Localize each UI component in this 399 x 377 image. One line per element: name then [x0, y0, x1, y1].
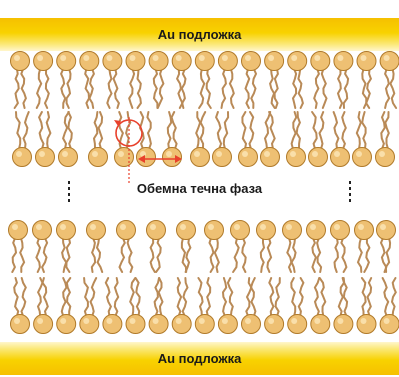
lipid-molecule-icon [177, 221, 196, 273]
lipid-molecule-icon [355, 221, 374, 273]
lipid-molecule-icon [265, 52, 284, 109]
lipid-molecule-icon [149, 52, 168, 109]
lipid-molecule-icon [257, 221, 276, 273]
lipid-molecule-icon [126, 278, 145, 334]
lipid-molecule-icon [172, 278, 191, 334]
lipid-molecule-icon [9, 221, 28, 273]
lipid-molecule-icon [80, 52, 99, 109]
bulk-phase-label: Обемна течна фаза [0, 181, 399, 196]
lipid-molecule-icon [311, 52, 330, 109]
lipid-molecule-icon [33, 221, 52, 273]
lipid-molecule-icon [376, 112, 395, 167]
lipid-molecule-icon [283, 221, 302, 273]
lipid-molecule-icon [195, 278, 214, 334]
lipid-molecule-icon [353, 112, 372, 167]
lipid-molecule-icon [172, 52, 191, 109]
lipid-molecule-icon [218, 278, 237, 334]
lipid-molecule-icon [34, 52, 53, 109]
lipid-molecule-icon [11, 52, 30, 109]
lipid-molecule-icon [288, 278, 307, 334]
lipid-molecule-icon [288, 52, 307, 109]
lipid-molecule-icon [11, 278, 30, 334]
lipid-molecule-icon [103, 52, 122, 109]
lipid-molecule-icon [103, 278, 122, 334]
lipid-molecule-icon [218, 52, 237, 109]
lipid-molecule-icon [377, 221, 396, 273]
lipid-molecule-icon [357, 278, 376, 334]
lipid-molecule-icon [331, 112, 350, 167]
lipid-molecule-icon [57, 278, 76, 334]
lipid-molecule-icon [287, 112, 306, 167]
lipid-molecule-icon [239, 112, 258, 167]
lipid-molecule-icon [357, 52, 376, 109]
lipid-molecule-icon [195, 52, 214, 109]
lipid-molecule-icon [307, 221, 326, 273]
lipid-molecule-icon [34, 278, 53, 334]
lipid-molecule-icon [126, 52, 145, 109]
lipid-molecule-icon [205, 221, 224, 273]
lipid-molecule-icon [213, 112, 232, 167]
lipid-molecule-icon [87, 221, 106, 273]
lipid-molecule-icon [147, 221, 166, 273]
lipid-molecule-icon [80, 278, 99, 334]
substrate-bottom: Au подложка [0, 342, 399, 375]
lipid-molecule-icon [191, 112, 210, 167]
substrate-bottom-label: Au подложка [158, 351, 242, 366]
lipid-molecule-icon [13, 112, 32, 167]
lipid-molecule-icon [149, 278, 168, 334]
lipid-molecule-icon [331, 221, 350, 273]
lipid-molecule-icon [231, 221, 250, 273]
lipid-molecule-icon [311, 278, 330, 334]
lipid-molecule-icon [380, 278, 399, 334]
lipid-molecule-icon [334, 52, 353, 109]
lipid-molecule-icon [380, 52, 399, 109]
lipid-molecule-icon [261, 112, 280, 167]
lipid-molecule-icon [59, 112, 78, 167]
lipid-molecule-icon [117, 221, 136, 273]
lipid-molecule-icon [265, 278, 284, 334]
lipid-molecule-icon [242, 52, 261, 109]
lipid-molecule-icon [57, 221, 76, 273]
lipid-molecule-icon [309, 112, 328, 167]
lipid-molecule-icon [57, 52, 76, 109]
lipid-molecule-icon [334, 278, 353, 334]
lipid-molecule-icon [89, 112, 108, 167]
double-arrow-icon [138, 155, 182, 163]
lipid-molecule-icon [36, 112, 55, 167]
lipid-molecule-icon [242, 278, 261, 334]
